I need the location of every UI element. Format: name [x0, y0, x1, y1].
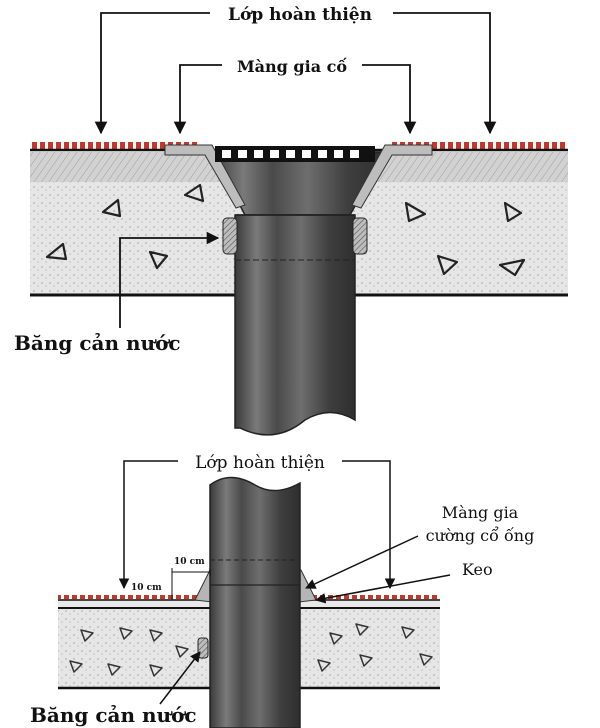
top-waterstop-tape-left — [222, 217, 238, 255]
top-finish-layer-left — [30, 142, 200, 149]
bottom-label-collar-line2: cường cổ ống — [426, 526, 535, 545]
bottom-finish-layer-left — [58, 595, 208, 599]
top-grate-slots — [222, 150, 359, 158]
top-diagram: Lớp hoàn thiện Màng gia cố Băng cản nước — [14, 5, 568, 436]
bottom-collar-right — [298, 569, 317, 603]
bottom-finish-layer-right — [302, 595, 440, 599]
top-pipe — [234, 214, 356, 436]
bottom-dim-horizontal: 10 cm — [174, 557, 205, 567]
top-callouts — [94, 12, 497, 328]
bottom-label-sealant: Keo — [462, 560, 493, 579]
top-label-reinforcement: Màng gia cố — [237, 57, 347, 76]
top-reinforcement-left — [164, 144, 246, 209]
bottom-label-waterstop: Băng cản nước — [30, 703, 197, 727]
top-label-waterstop: Băng cản nước — [14, 331, 181, 355]
bottom-aggregate — [69, 623, 433, 677]
bottom-label-collar-line1: Màng gia — [442, 503, 519, 522]
bottom-dim-vertical: 10 cm — [131, 583, 162, 593]
bottom-waterstop-tape — [197, 637, 209, 659]
bottom-dimensions — [168, 568, 211, 601]
top-finish-layer-right — [390, 142, 568, 149]
bottom-diagram: 10 cm 10 cm Lớp hoàn thiện Màng gia cườn… — [30, 453, 534, 728]
top-label-finish-layer: Lớp hoàn thiện — [228, 5, 372, 25]
top-reinforcement-right — [351, 144, 433, 209]
top-waterstop-tape-right — [352, 217, 368, 255]
bottom-callouts — [118, 460, 451, 705]
top-aggregate — [45, 183, 526, 277]
bottom-label-finish-layer: Lớp hoàn thiện — [195, 453, 325, 473]
bottom-pipe — [209, 476, 301, 728]
